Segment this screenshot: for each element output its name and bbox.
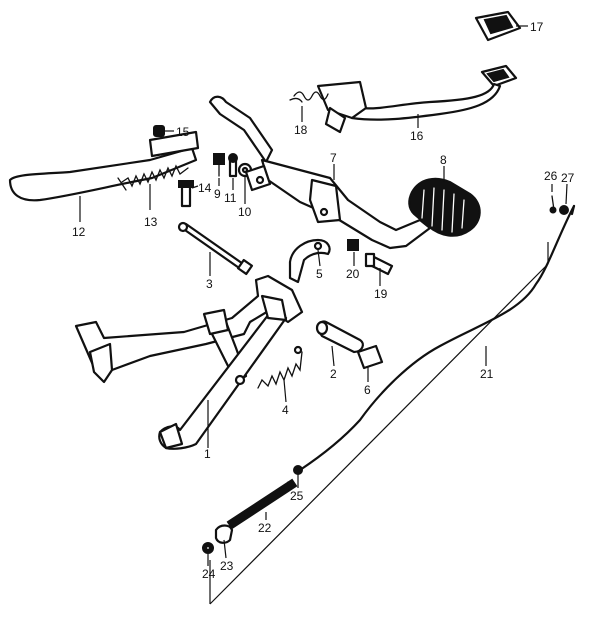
callout-5: 5 — [316, 267, 323, 281]
part-4-spring — [257, 345, 303, 389]
part-14-bolt — [178, 180, 194, 208]
part-13-spring — [121, 164, 189, 188]
leader-lines — [79, 25, 568, 566]
callout-26: 26 — [544, 169, 558, 183]
callout-21: 21 — [480, 367, 494, 381]
part-6-collar — [356, 344, 384, 370]
part-15-bolt — [153, 125, 165, 137]
callout-16: 16 — [410, 129, 424, 143]
callout-20: 20 — [346, 267, 360, 281]
part-27-nut — [559, 205, 569, 215]
callout-14: 14 — [198, 181, 212, 195]
callout-12: 12 — [72, 225, 86, 239]
callout-7: 7 — [330, 151, 337, 165]
callout-23: 23 — [220, 559, 234, 573]
part-11-pin — [228, 153, 238, 178]
part-9-bolt — [213, 153, 225, 177]
callout-2: 2 — [330, 367, 337, 381]
part-5-bracket — [288, 238, 331, 284]
callout-10: 10 — [238, 205, 252, 219]
part-24-nut — [202, 542, 214, 554]
part-2-pin — [315, 320, 364, 354]
part-23-joint — [214, 524, 234, 544]
callout-19: 19 — [374, 287, 388, 301]
callout-13: 13 — [144, 215, 158, 229]
part-25-nut — [293, 465, 303, 475]
callout-15: 15 — [176, 125, 190, 139]
callout-11: 11 — [224, 191, 237, 205]
part-26-clip — [549, 195, 557, 214]
part-21-bracket-line — [209, 242, 549, 605]
callout-22: 22 — [258, 521, 272, 535]
callout-1: 1 — [204, 447, 211, 461]
callout-6: 6 — [364, 383, 371, 397]
part-12-side-stand — [8, 130, 200, 202]
callout-27: 27 — [561, 171, 575, 185]
callout-9: 9 — [214, 187, 221, 201]
part-18-spring — [289, 91, 329, 103]
part-22-threaded-rod — [226, 478, 298, 530]
part-19-bolt — [364, 252, 394, 276]
part-20-nut — [347, 239, 359, 251]
callout-25: 25 — [290, 489, 304, 503]
callout-4: 4 — [282, 403, 289, 417]
callout-3: 3 — [206, 277, 213, 291]
callout-24: 24 — [202, 567, 216, 581]
part-1-main-stand — [74, 274, 304, 450]
part-17-pedal-rubber — [474, 10, 522, 42]
part-7-footrest-bar — [208, 95, 432, 250]
part-8-footrest-rubber — [408, 177, 481, 237]
callout-17: 17 — [530, 20, 544, 34]
callout-18: 18 — [294, 123, 308, 137]
part-3-pivot-shaft — [177, 221, 254, 276]
part-16-brake-pedal — [316, 64, 518, 134]
callout-8: 8 — [440, 153, 447, 167]
